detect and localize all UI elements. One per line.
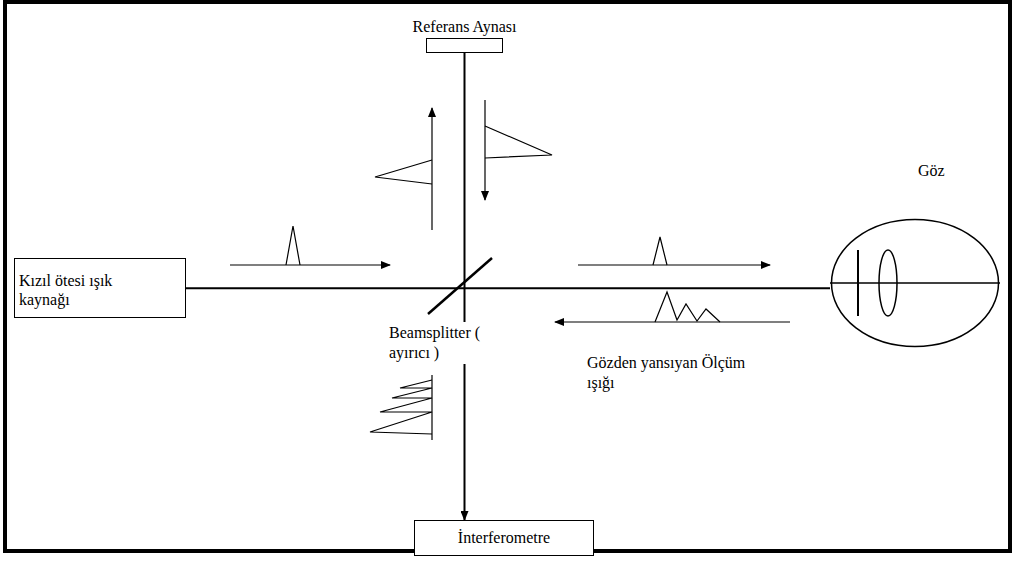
eye-shape: Göz	[830, 218, 1000, 348]
beam-path	[186, 287, 830, 289]
frame	[5, 2, 1010, 551]
interferometer-box: İnterferometre	[414, 520, 594, 556]
beamsplitter-label: Beamsplitter ( ayırıcı )	[386, 322, 522, 364]
pulse	[655, 292, 720, 322]
pulse-arrow	[230, 264, 390, 265]
beam-path	[464, 53, 466, 520]
pulse-arrow	[484, 100, 485, 200]
pulse-arrow	[555, 321, 790, 322]
eye-axis	[830, 282, 1000, 284]
pulse	[485, 126, 552, 158]
node-text: Göz	[918, 161, 945, 180]
pulse-arrow	[578, 264, 770, 265]
reference-mirror: Referans Aynası	[426, 38, 503, 53]
cornea	[857, 250, 859, 316]
eye-outline	[830, 218, 1000, 348]
return-light-label: Gözden yansıyan Ölçüm ışığı	[584, 352, 775, 394]
eye-ellipse	[832, 220, 999, 347]
node-text: Kızıl ötesi ışık kaynağı	[15, 259, 123, 309]
lens	[879, 250, 897, 316]
beamsplitter-plate	[428, 258, 492, 314]
node-text: İnterferometre	[415, 521, 593, 547]
pulse	[375, 160, 432, 184]
pulse-arrow	[431, 108, 432, 230]
node-text: Referans Aynası	[413, 17, 517, 36]
pulse	[286, 226, 300, 265]
light-source-box: Kızıl ötesi ışık kaynağı	[14, 258, 186, 318]
pulse	[653, 237, 667, 265]
pulse-arrow	[431, 375, 432, 440]
pulse	[370, 380, 432, 434]
